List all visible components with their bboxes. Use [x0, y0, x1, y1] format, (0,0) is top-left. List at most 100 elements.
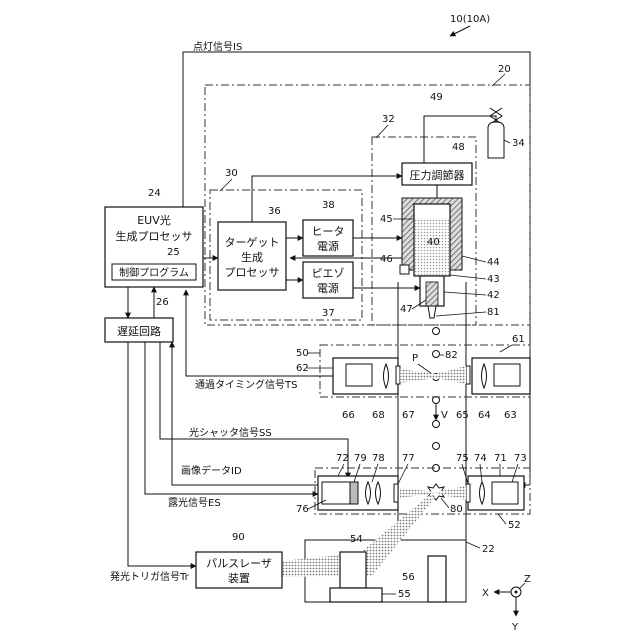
image-sensor-76 [322, 482, 350, 504]
control-program-label: 制御プログラム [119, 266, 189, 279]
target-processor-line2: 生成 [241, 250, 263, 264]
label-24: 24 [148, 188, 161, 199]
label-52: 52 [508, 520, 521, 531]
label-82: 82 [445, 350, 458, 361]
label-36: 36 [268, 206, 281, 217]
leader-20 [492, 74, 505, 86]
lens-78b [376, 482, 381, 504]
window-65 [466, 366, 470, 384]
label-64: 64 [478, 410, 491, 421]
pressure-regulator-label: 圧力調節器 [410, 168, 465, 182]
label-55: 55 [398, 589, 411, 600]
exposure-signal-label: 露光信号ES [168, 496, 221, 509]
leader-43 [450, 275, 486, 279]
light-emitter-73 [492, 482, 518, 504]
pulse-laser-line2: 装置 [228, 572, 250, 585]
window-67 [396, 366, 400, 384]
label-73: 73 [514, 453, 527, 464]
shutter-signal-line [160, 342, 348, 478]
label-62: 62 [296, 363, 309, 374]
illumination-beam [400, 366, 466, 384]
label-32: 32 [382, 114, 395, 125]
label-47: 47 [400, 304, 413, 315]
leader-34 [504, 140, 510, 143]
euv-processor-line2: 生成プロセッサ [116, 229, 193, 243]
label-81: 81 [487, 307, 500, 318]
label-77: 77 [402, 453, 415, 464]
shutter-79 [350, 482, 358, 504]
leader-22 [466, 542, 480, 548]
axis-z-label: Z [524, 574, 531, 585]
label-34: 34 [512, 138, 525, 149]
label-25: 25 [167, 247, 180, 258]
piezo-line1: ピエゾ [312, 267, 345, 280]
label-V: V [441, 410, 448, 421]
leader-80 [441, 498, 449, 508]
heater-line2: 電源 [317, 239, 339, 253]
leader-77 [398, 464, 408, 484]
label-65: 65 [456, 410, 469, 421]
label-49: 49 [430, 92, 443, 103]
label-71: 71 [494, 453, 507, 464]
label-48: 48 [452, 142, 465, 153]
label-54: 54 [350, 534, 363, 545]
leader-42 [444, 292, 486, 295]
axis-y-label: Y [511, 622, 519, 633]
label-68: 68 [372, 410, 385, 421]
label-37: 37 [322, 308, 335, 319]
leader-52 [498, 514, 506, 524]
axis-x-label: X [482, 588, 489, 599]
label-80: 80 [450, 504, 463, 515]
sensor-46 [400, 265, 409, 274]
lens-74 [480, 482, 485, 504]
label-74: 74 [474, 453, 487, 464]
window-77 [394, 484, 398, 502]
label-50: 50 [296, 348, 309, 359]
leader-81 [436, 312, 486, 316]
dump-56 [428, 556, 446, 602]
image-sensor-66 [346, 364, 372, 386]
figure-ref-arrow [450, 26, 470, 36]
label-43: 43 [487, 274, 500, 285]
beam-optic-54 [340, 552, 366, 588]
label-46: 46 [380, 254, 393, 265]
nozzle-tip [428, 306, 436, 318]
label-79: 79 [354, 453, 367, 464]
label-61: 61 [512, 334, 525, 345]
label-90: 90 [232, 532, 245, 543]
label-44: 44 [487, 257, 500, 268]
leader-72 [338, 464, 344, 476]
gas-cylinder [488, 122, 504, 158]
target-processor-line3: プロセッサ [225, 266, 280, 279]
lens-68 [384, 364, 389, 388]
label-66: 66 [342, 410, 355, 421]
droplet-trajectory [433, 328, 440, 472]
shutter-signal-label: 光シャッタ信号SS [189, 426, 272, 439]
pulse-laser-line1: パルスレーザ [206, 557, 272, 570]
leader-44 [462, 256, 486, 262]
gas-line [424, 116, 496, 163]
label-38: 38 [322, 200, 335, 211]
passage-timing-line [186, 290, 333, 376]
label-67: 67 [402, 410, 415, 421]
emission-trigger-label: 発光トリガ信号Tr [110, 570, 190, 583]
piezo-element [426, 282, 438, 306]
leader-30 [220, 179, 232, 191]
label-P: P [412, 353, 418, 364]
figure-ref: 10(10A) [450, 14, 490, 25]
label-42: 42 [487, 290, 500, 301]
label-75: 75 [456, 453, 469, 464]
label-56: 56 [402, 572, 415, 583]
heater-line1: ヒータ [312, 225, 345, 238]
label-40: 40 [427, 237, 440, 248]
image-data-label: 画像データID [181, 464, 242, 477]
label-63: 63 [504, 410, 517, 421]
label-76: 76 [296, 504, 309, 515]
label-72: 72 [336, 453, 349, 464]
beam-optic-base-55 [330, 588, 382, 602]
passage-timing-label: 通過タイミング信号TS [195, 378, 297, 391]
euv-processor-line1: EUV光 [137, 213, 171, 227]
piezo-line2: 電源 [317, 281, 339, 295]
lens-78a [366, 482, 371, 504]
